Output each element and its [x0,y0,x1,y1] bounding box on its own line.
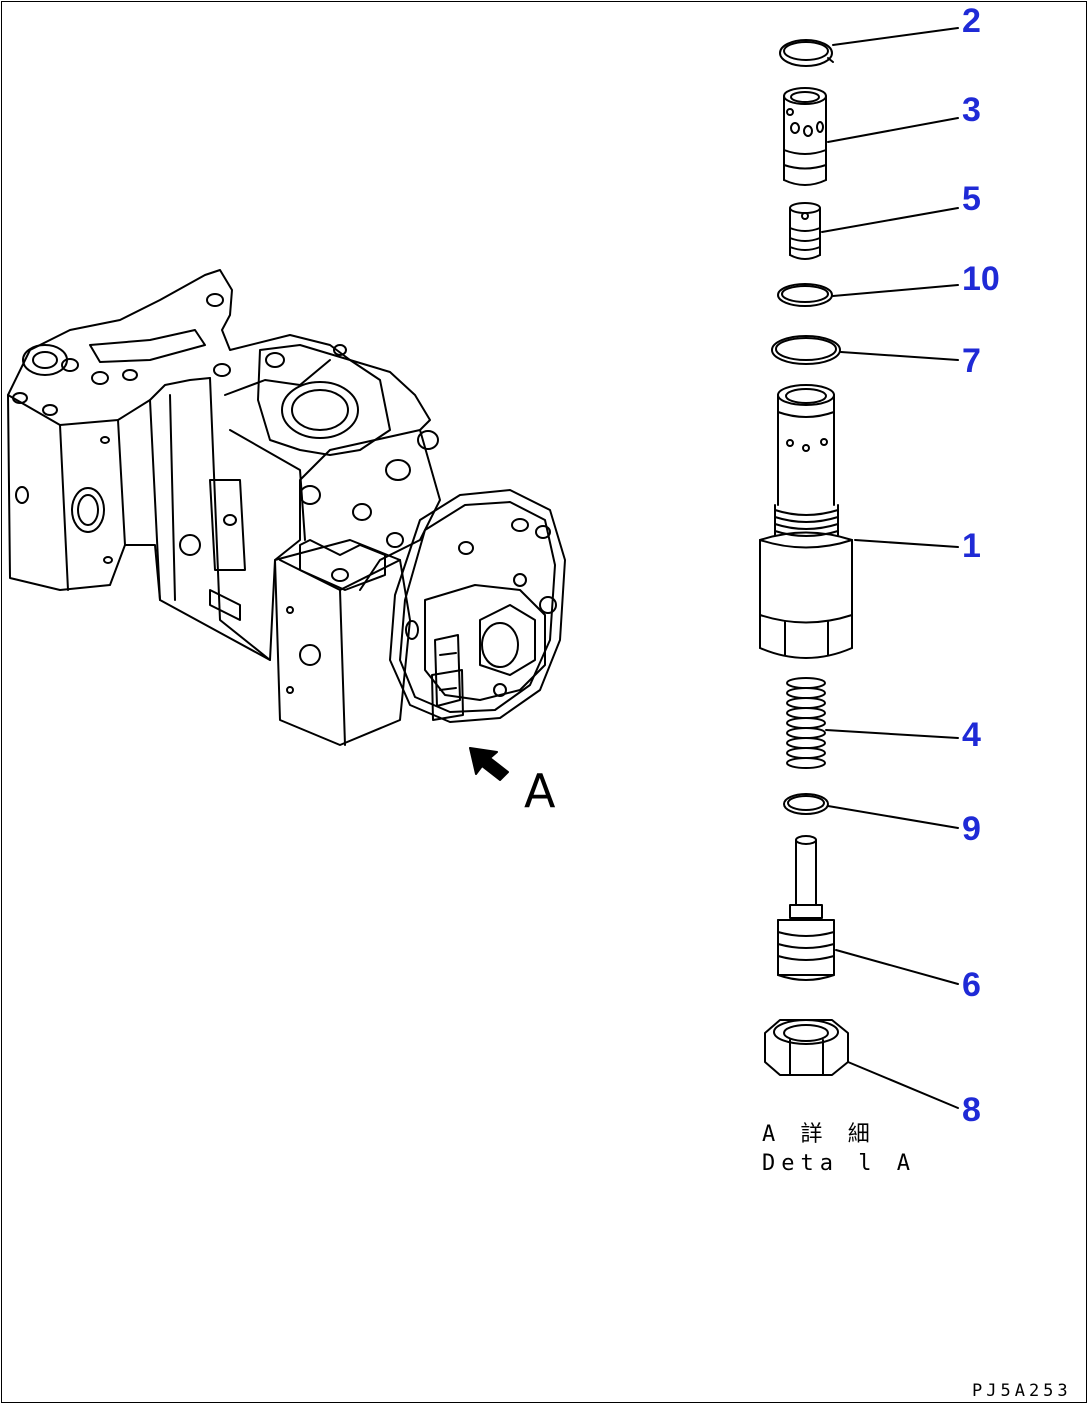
callout-6: 6 [962,966,981,1004]
part-6-piston [778,836,834,980]
part-1-valve-body [760,385,852,658]
leader-lines [822,28,958,1108]
part-4-spring [787,678,825,768]
callout-2: 2 [962,2,981,40]
part-8-lock-nut [765,1020,848,1075]
callout-3: 3 [962,91,981,129]
part-10-o-ring [778,284,832,306]
callout-9: 9 [962,810,981,848]
drawing-code: PJ5A253 [972,1381,1072,1401]
view-arrow-a [470,748,508,780]
part-3-sleeve [784,88,826,185]
detail-caption-jp: A 詳 細 [762,1122,876,1147]
view-marker-a: A [524,764,556,818]
part-2-snap-ring [780,40,833,66]
callout-5: 5 [962,180,981,218]
callout-1: 1 [962,527,981,565]
callout-4: 4 [962,716,981,754]
part-7-o-ring [772,336,840,364]
callout-7: 7 [962,342,981,380]
pump-assembly-drawing [8,270,565,745]
detail-caption-en: Deta l A [762,1151,916,1176]
part-5-plug [790,203,820,259]
callout-8: 8 [962,1091,981,1129]
callout-10: 10 [962,260,1000,298]
part-9-o-ring [784,794,828,814]
